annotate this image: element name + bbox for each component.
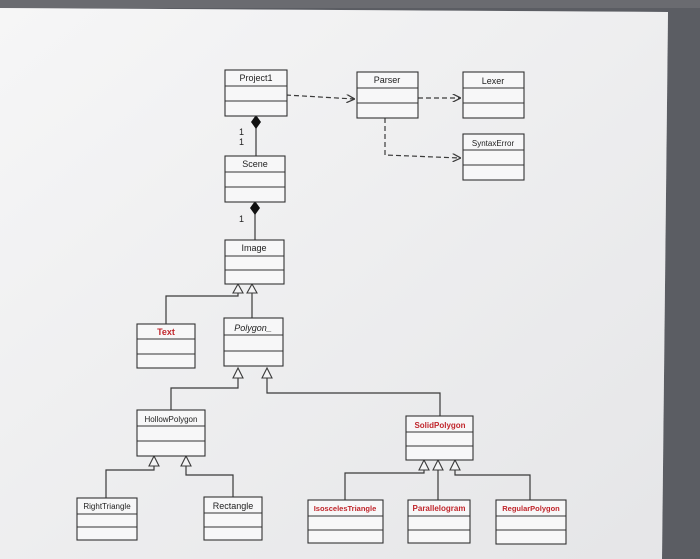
inheritance-isosceles-triangle [344,470,425,500]
class-name-solidpolygon: SolidPolygon [414,421,465,430]
triangle-polygon-a [232,366,244,379]
diamond-project1 [251,115,261,129]
multiplicity-label: 1 [239,127,244,137]
class-name-righttriangle: RightTriangle [83,502,131,511]
inheritance-regular-polygon [454,470,531,500]
inheritance-rectangle [185,465,234,497]
triangle-solid-b [432,458,444,471]
class-name-scene: Scene [242,159,268,169]
class-name-lexer: Lexer [482,76,505,86]
multiplicity-label: 1 [239,214,244,224]
class-box-regularpolygon[interactable] [495,499,567,545]
triangle-image-b [246,282,258,294]
triangle-hollow-b [180,454,192,467]
class-box-syntaxerror[interactable] [462,133,525,181]
class-name-text: Text [157,327,175,337]
class-name-syntaxerror: SyntaxError [472,139,515,148]
class-box-rectangle[interactable] [203,496,263,541]
class-box-parser[interactable] [356,71,419,119]
class-box-project1[interactable] [224,69,288,117]
class-box-righttriangle[interactable] [76,497,138,541]
class-name-hollowpolygon: HollowPolygon [145,415,198,424]
class-name-polygon: Polygon_ [234,323,272,333]
generalization-triangles [148,282,461,471]
inheritance-text-image [165,292,239,324]
class-name-image: Image [241,243,266,253]
class-box-lexer[interactable] [462,71,525,119]
class-box-hollowpolygon[interactable] [136,409,206,457]
dependency-parser-syntaxerror [384,118,460,158]
triangle-image-a [232,282,244,294]
class-name-isoscelestriangle: IsoscelesTriangle [314,504,377,513]
class-box-parallelogram[interactable] [407,499,471,544]
class-box-polygon[interactable] [223,317,284,367]
triangle-polygon-b [261,366,273,379]
diamond-scene [250,201,260,215]
class-name-parallelogram: Parallelogram [413,504,466,513]
multiplicity-label: 1 [239,137,244,147]
class-box-isoscelestriangle[interactable] [307,499,384,544]
triangle-hollow-a [148,454,160,467]
class-name-project1: Project1 [239,73,272,83]
triangle-solid-a [418,458,430,471]
inheritance-hollow-polygon [170,378,239,410]
composition-diamonds [250,115,261,215]
class-box-text[interactable] [136,323,196,369]
class-name-regularpolygon: RegularPolygon [502,504,560,513]
inheritance-right-triangle [105,465,155,498]
inheritance-solid-polygon [266,378,441,416]
triangle-solid-c [449,458,461,471]
class-name-rectangle: Rectangle [213,501,254,511]
dependency-project-parser [285,95,354,99]
class-box-image[interactable] [224,239,285,285]
class-name-parser: Parser [374,75,401,85]
class-box-scene[interactable] [224,155,286,203]
class-box-solidpolygon[interactable] [405,415,474,461]
